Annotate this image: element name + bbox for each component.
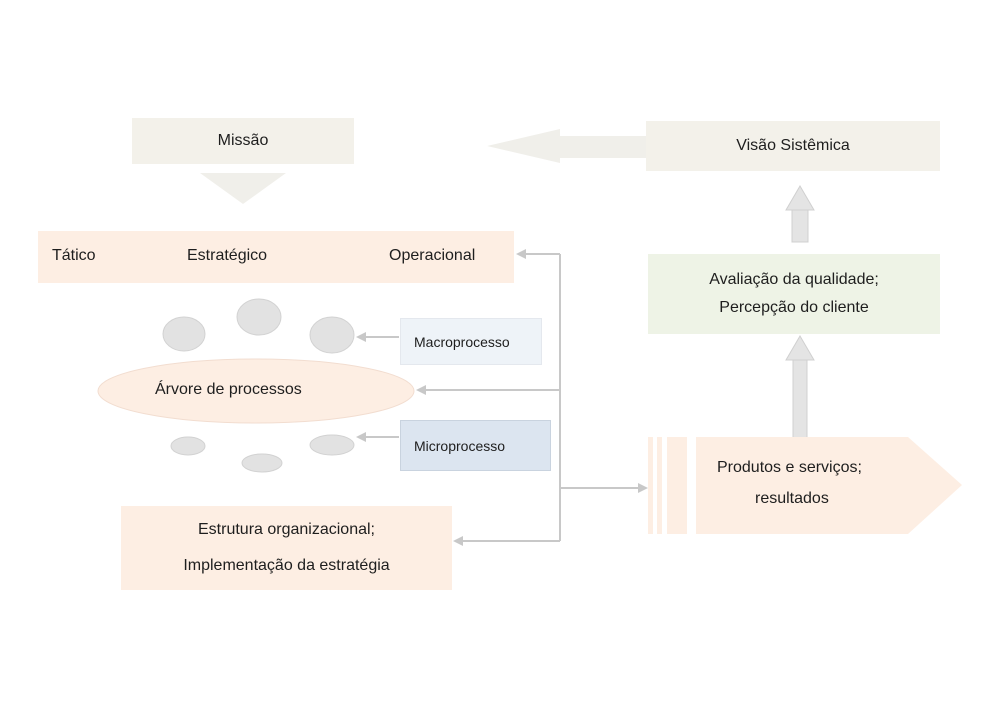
level-strategic: Estratégico (187, 247, 268, 264)
process-ellipse (241, 453, 283, 473)
levels-bar: Tático Estratégico Operacional (38, 231, 514, 283)
systemic-vision-label: Visão Sistêmica (736, 137, 850, 154)
quality-line2: Percepção do cliente (719, 299, 869, 316)
process-tree-ellipse (97, 358, 415, 424)
process-ellipse (309, 316, 355, 354)
mission-box: Missão (132, 118, 354, 164)
connector-arrowheads (356, 249, 648, 546)
macroprocess-label: Macroprocesso (414, 333, 510, 350)
level-operational: Operacional (389, 247, 476, 264)
process-ellipse (236, 298, 282, 336)
process-ellipse (309, 434, 355, 456)
process-ellipse (170, 436, 206, 456)
quality-box: Avaliação da qualidade; Percepção do cli… (648, 254, 940, 334)
left-arrow-to-mission (487, 129, 646, 163)
quality-line1: Avaliação da qualidade; (709, 271, 879, 288)
systemic-vision-box: Visão Sistêmica (646, 121, 940, 171)
structure-line1: Estrutura organizacional; (198, 521, 375, 538)
structure-line2: Implementação da estratégia (183, 557, 390, 574)
products-line2: resultados (755, 490, 829, 507)
process-ellipse (162, 316, 206, 352)
microprocess-label: Microprocesso (414, 437, 506, 454)
mission-label: Missão (217, 132, 269, 149)
microprocess-box: Microprocesso (400, 420, 551, 471)
up-arrow-to-quality (785, 335, 815, 439)
connector-lines (364, 253, 640, 542)
products-arrow-shape (648, 437, 962, 534)
up-arrow-to-vision (785, 185, 815, 243)
products-text: Produtos e serviços; resultados (717, 452, 917, 514)
process-tree-label: Árvore de processos (155, 381, 302, 398)
mission-down-arrow (200, 173, 286, 204)
level-tactical: Tático (52, 247, 96, 264)
products-line1: Produtos e serviços; (717, 459, 862, 476)
structure-box: Estrutura organizacional; Implementação … (121, 506, 452, 590)
macroprocess-box: Macroprocesso (400, 318, 542, 365)
